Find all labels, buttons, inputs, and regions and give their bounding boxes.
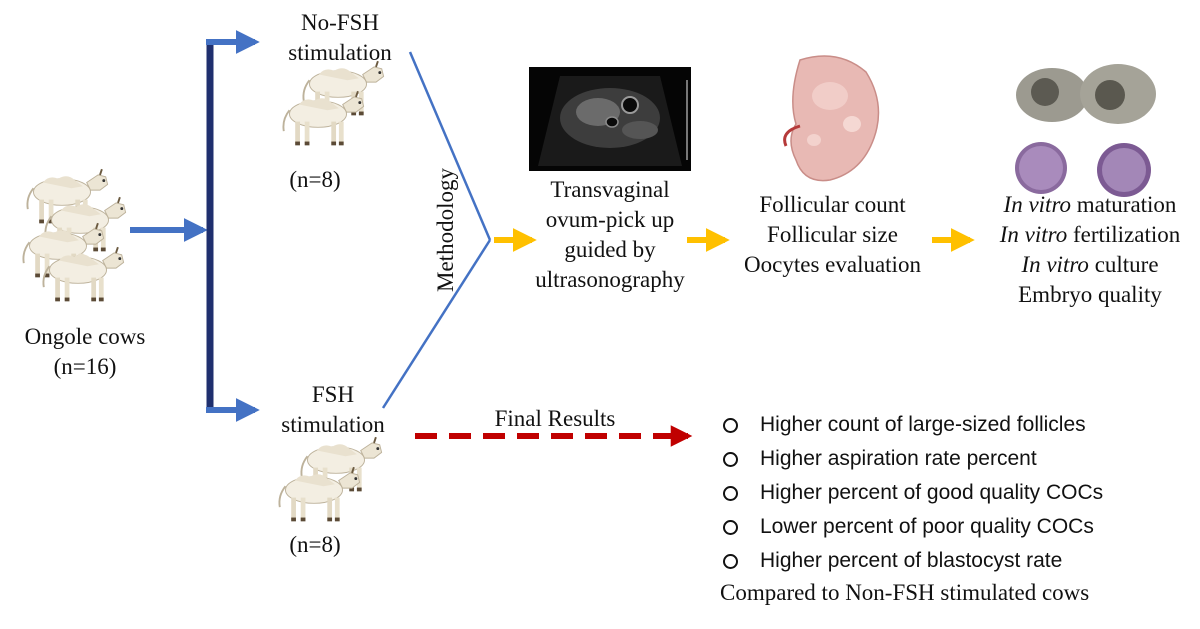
- cohort-name: Ongole cows: [24, 324, 146, 349]
- step-ivp-line: In vitro maturation: [1003, 192, 1177, 217]
- no-fsh-group-title: No-FSH stimulation: [270, 8, 410, 68]
- step-opu-line: ultrasonography: [535, 267, 685, 292]
- step-follicle-line: Oocytes evaluation: [744, 252, 921, 277]
- step-opu-line: Transvaginal: [550, 177, 670, 202]
- no-fsh-title-line2: stimulation: [288, 40, 392, 65]
- final-results-label: Final Results: [494, 406, 616, 431]
- bullet-circle-icon: [723, 451, 738, 467]
- step-ivp-line: In vitro fertilization: [999, 222, 1181, 247]
- fsh-cows-illustration: [278, 436, 383, 523]
- cohort-cows-illustration: [22, 168, 127, 303]
- methodology-line-bottom: [381, 239, 492, 409]
- result-item: Lower percent of poor quality COCs: [723, 510, 1193, 544]
- methodology-label: Methodology: [433, 168, 458, 292]
- comparison-note: Compared to Non-FSH stimulated cows: [720, 580, 1090, 605]
- result-item: Higher aspiration rate percent: [723, 442, 1193, 476]
- ultrasound-image: [529, 67, 691, 171]
- cohort-label: Ongole cows (n=16): [0, 322, 170, 382]
- no-fsh-cows-illustration: [282, 60, 385, 147]
- fsh-title-line1: FSH: [311, 382, 355, 407]
- no-fsh-title-line1: No-FSH: [301, 10, 379, 35]
- results-list: Higher count of large-sized follicles Hi…: [723, 408, 1193, 578]
- bullet-circle-icon: [723, 553, 738, 569]
- step-follicle: Follicular count Follicular size Oocytes…: [730, 190, 935, 280]
- no-fsh-count: (n=8): [289, 167, 341, 192]
- step-opu-line: ovum-pick up: [545, 207, 675, 232]
- bullet-circle-icon: [723, 519, 738, 535]
- fsh-title-line2: stimulation: [281, 412, 385, 437]
- bullet-circle-icon: [723, 485, 738, 501]
- result-item: Higher percent of blastocyst rate: [723, 544, 1193, 578]
- step-follicle-line: Follicular count: [759, 192, 906, 217]
- step-follicle-line: Follicular size: [767, 222, 898, 247]
- step-opu: Transvaginal ovum-pick up guided by ultr…: [505, 175, 715, 295]
- fsh-count: (n=8): [289, 532, 341, 557]
- step-ivp-line: In vitro culture: [1021, 252, 1159, 277]
- step-opu-line: guided by: [564, 237, 656, 262]
- bullet-circle-icon: [723, 417, 738, 433]
- step-ivp-line: Embryo quality: [1018, 282, 1162, 307]
- ovary-image: [783, 55, 880, 182]
- cohort-count: (n=16): [53, 354, 117, 379]
- fsh-group-title: FSH stimulation: [268, 380, 398, 440]
- embryo-images: [1015, 64, 1156, 197]
- methodology-line-top: [408, 51, 492, 241]
- step-ivp: In vitro maturation In vitro fertilizati…: [985, 190, 1195, 310]
- result-item: Higher count of large-sized follicles: [723, 408, 1193, 442]
- result-item: Higher percent of good quality COCs: [723, 476, 1193, 510]
